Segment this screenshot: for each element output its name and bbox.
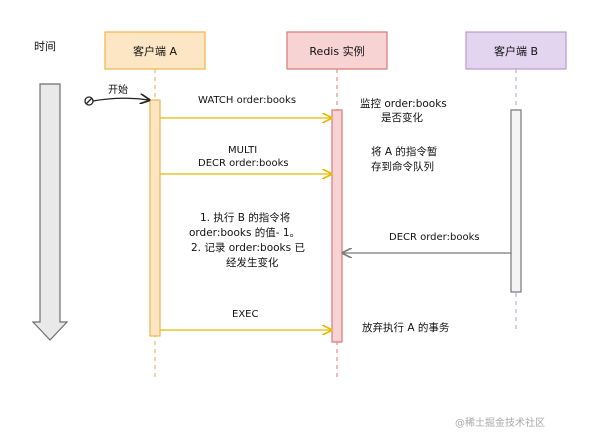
note-watch-line1: 监控 order:books bbox=[360, 97, 447, 110]
time-arrow bbox=[31, 83, 69, 341]
participant-client-b: 客户端 B bbox=[465, 31, 567, 70]
message-decr-a-label: DECR order:books bbox=[198, 158, 289, 169]
note-queue-line1: 将 A 的指令暂 bbox=[371, 145, 437, 158]
watermark: @稀土掘金技术社区 bbox=[455, 416, 545, 429]
note-exec-b-line2: order:books 的值- 1。 bbox=[189, 226, 300, 239]
start-label: 开始 bbox=[108, 83, 128, 96]
participant-redis: Redis 实例 bbox=[286, 31, 388, 70]
activation-client-b bbox=[510, 109, 522, 293]
participant-client-a-label: 客户端 A bbox=[133, 44, 177, 58]
note-exec-b-line1: 1. 执行 B 的指令将 bbox=[200, 211, 290, 224]
note-exec-b-line4: 经发生变化 bbox=[226, 256, 279, 269]
message-watch-label: WATCH order:books bbox=[198, 95, 296, 106]
activation-client-a bbox=[149, 99, 161, 337]
participant-redis-label: Redis 实例 bbox=[309, 44, 364, 58]
activation-redis bbox=[331, 109, 343, 343]
note-queue-line2: 存到命令队列 bbox=[371, 160, 434, 173]
participant-client-b-label: 客户端 B bbox=[494, 44, 538, 58]
participant-client-a: 客户端 A bbox=[104, 31, 206, 70]
time-label: 时间 bbox=[34, 40, 56, 53]
message-exec-label: EXEC bbox=[232, 309, 258, 320]
message-multi-label: MULTI bbox=[228, 145, 257, 156]
note-exec-b-line3: 2. 记录 order:books 已 bbox=[191, 242, 305, 254]
note-watch-line2: 是否变化 bbox=[381, 111, 423, 124]
note-abort: 放弃执行 A 的事务 bbox=[362, 321, 450, 334]
message-decr-b-label: DECR order:books bbox=[389, 232, 480, 243]
start-marker: 开始 bbox=[84, 83, 149, 106]
